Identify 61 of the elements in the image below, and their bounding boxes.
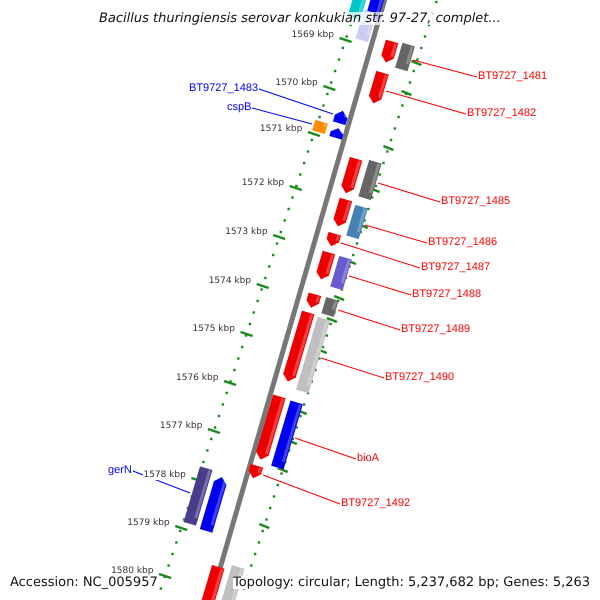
- leader-line: [262, 474, 340, 504]
- gene-feature: [316, 250, 336, 280]
- gene-label: BT9727_1486: [428, 236, 498, 248]
- gene-label: gerN: [108, 464, 132, 476]
- gene-feature: [248, 464, 264, 478]
- gene-label: BT9727_1481: [478, 70, 548, 82]
- gene-feature: [283, 310, 314, 382]
- scale-label: 1580 kbp: [111, 566, 154, 576]
- gene-feature: [341, 156, 362, 194]
- leader-line: [294, 438, 356, 460]
- scale-label: 1574 kbp: [208, 276, 252, 286]
- scale-label: 1579 kbp: [127, 518, 170, 528]
- leader-line: [364, 224, 428, 244]
- leader-line: [378, 182, 440, 202]
- gene-label: BT9727_1492: [341, 498, 410, 508]
- gene-label: BT9727_1483: [189, 82, 258, 94]
- gene-feature: [334, 198, 352, 226]
- leader-line: [340, 242, 420, 268]
- gene-feature: [330, 256, 352, 290]
- gene-feature: [306, 292, 322, 308]
- leader-line: [338, 310, 400, 330]
- scale-label: 1572 kbp: [242, 178, 284, 188]
- gene-label: bioA: [357, 452, 380, 464]
- scale-label: 1577 kbp: [160, 422, 202, 430]
- gene-feature: [329, 128, 344, 140]
- scale-label: 1571 kbp: [260, 124, 302, 134]
- gene-feature: [321, 297, 339, 317]
- gene-feature: [332, 110, 348, 126]
- leader-line: [386, 90, 466, 114]
- gene-feature: [326, 232, 342, 246]
- gene-feature: [395, 42, 415, 72]
- gene-feature: [358, 160, 382, 200]
- scale-label: 1569 kbp: [292, 30, 334, 40]
- leader-line: [320, 358, 384, 378]
- leader-line: [258, 88, 334, 114]
- leader-line: [348, 276, 412, 296]
- gene-feature: [381, 40, 398, 63]
- leader-line: [412, 60, 478, 78]
- gene-feature: [312, 120, 328, 134]
- gene-feature: [184, 466, 212, 526]
- gene-label: BT9727_1482: [467, 108, 536, 118]
- scale-label: 1573 kbp: [225, 228, 268, 236]
- gene-feature: [200, 565, 224, 600]
- gene-feature: [271, 400, 303, 470]
- accession-text: Accession: NC_005957: [10, 576, 158, 588]
- scale-label: 1576 kbp: [176, 374, 218, 382]
- gene-label: BT9727_1485: [441, 196, 510, 206]
- scale-label: 1570 kbp: [275, 78, 318, 88]
- leader-line: [252, 108, 312, 124]
- scale-label: 1578 kbp: [143, 470, 186, 480]
- gene-feature: [200, 477, 227, 533]
- gene-feature: [256, 394, 286, 460]
- gene-feature: [296, 316, 330, 394]
- scale-label: 1575 kbp: [192, 324, 235, 334]
- gene-feature: [368, 70, 389, 104]
- gene-label: cspB: [227, 102, 252, 112]
- gene-label: BT9727_1489: [401, 324, 470, 334]
- gene-label: BT9727_1487: [421, 262, 490, 272]
- gene-feature: [346, 204, 368, 240]
- gene-label: BT9727_1488: [412, 288, 482, 300]
- gene-label: BT9727_1490: [385, 372, 454, 382]
